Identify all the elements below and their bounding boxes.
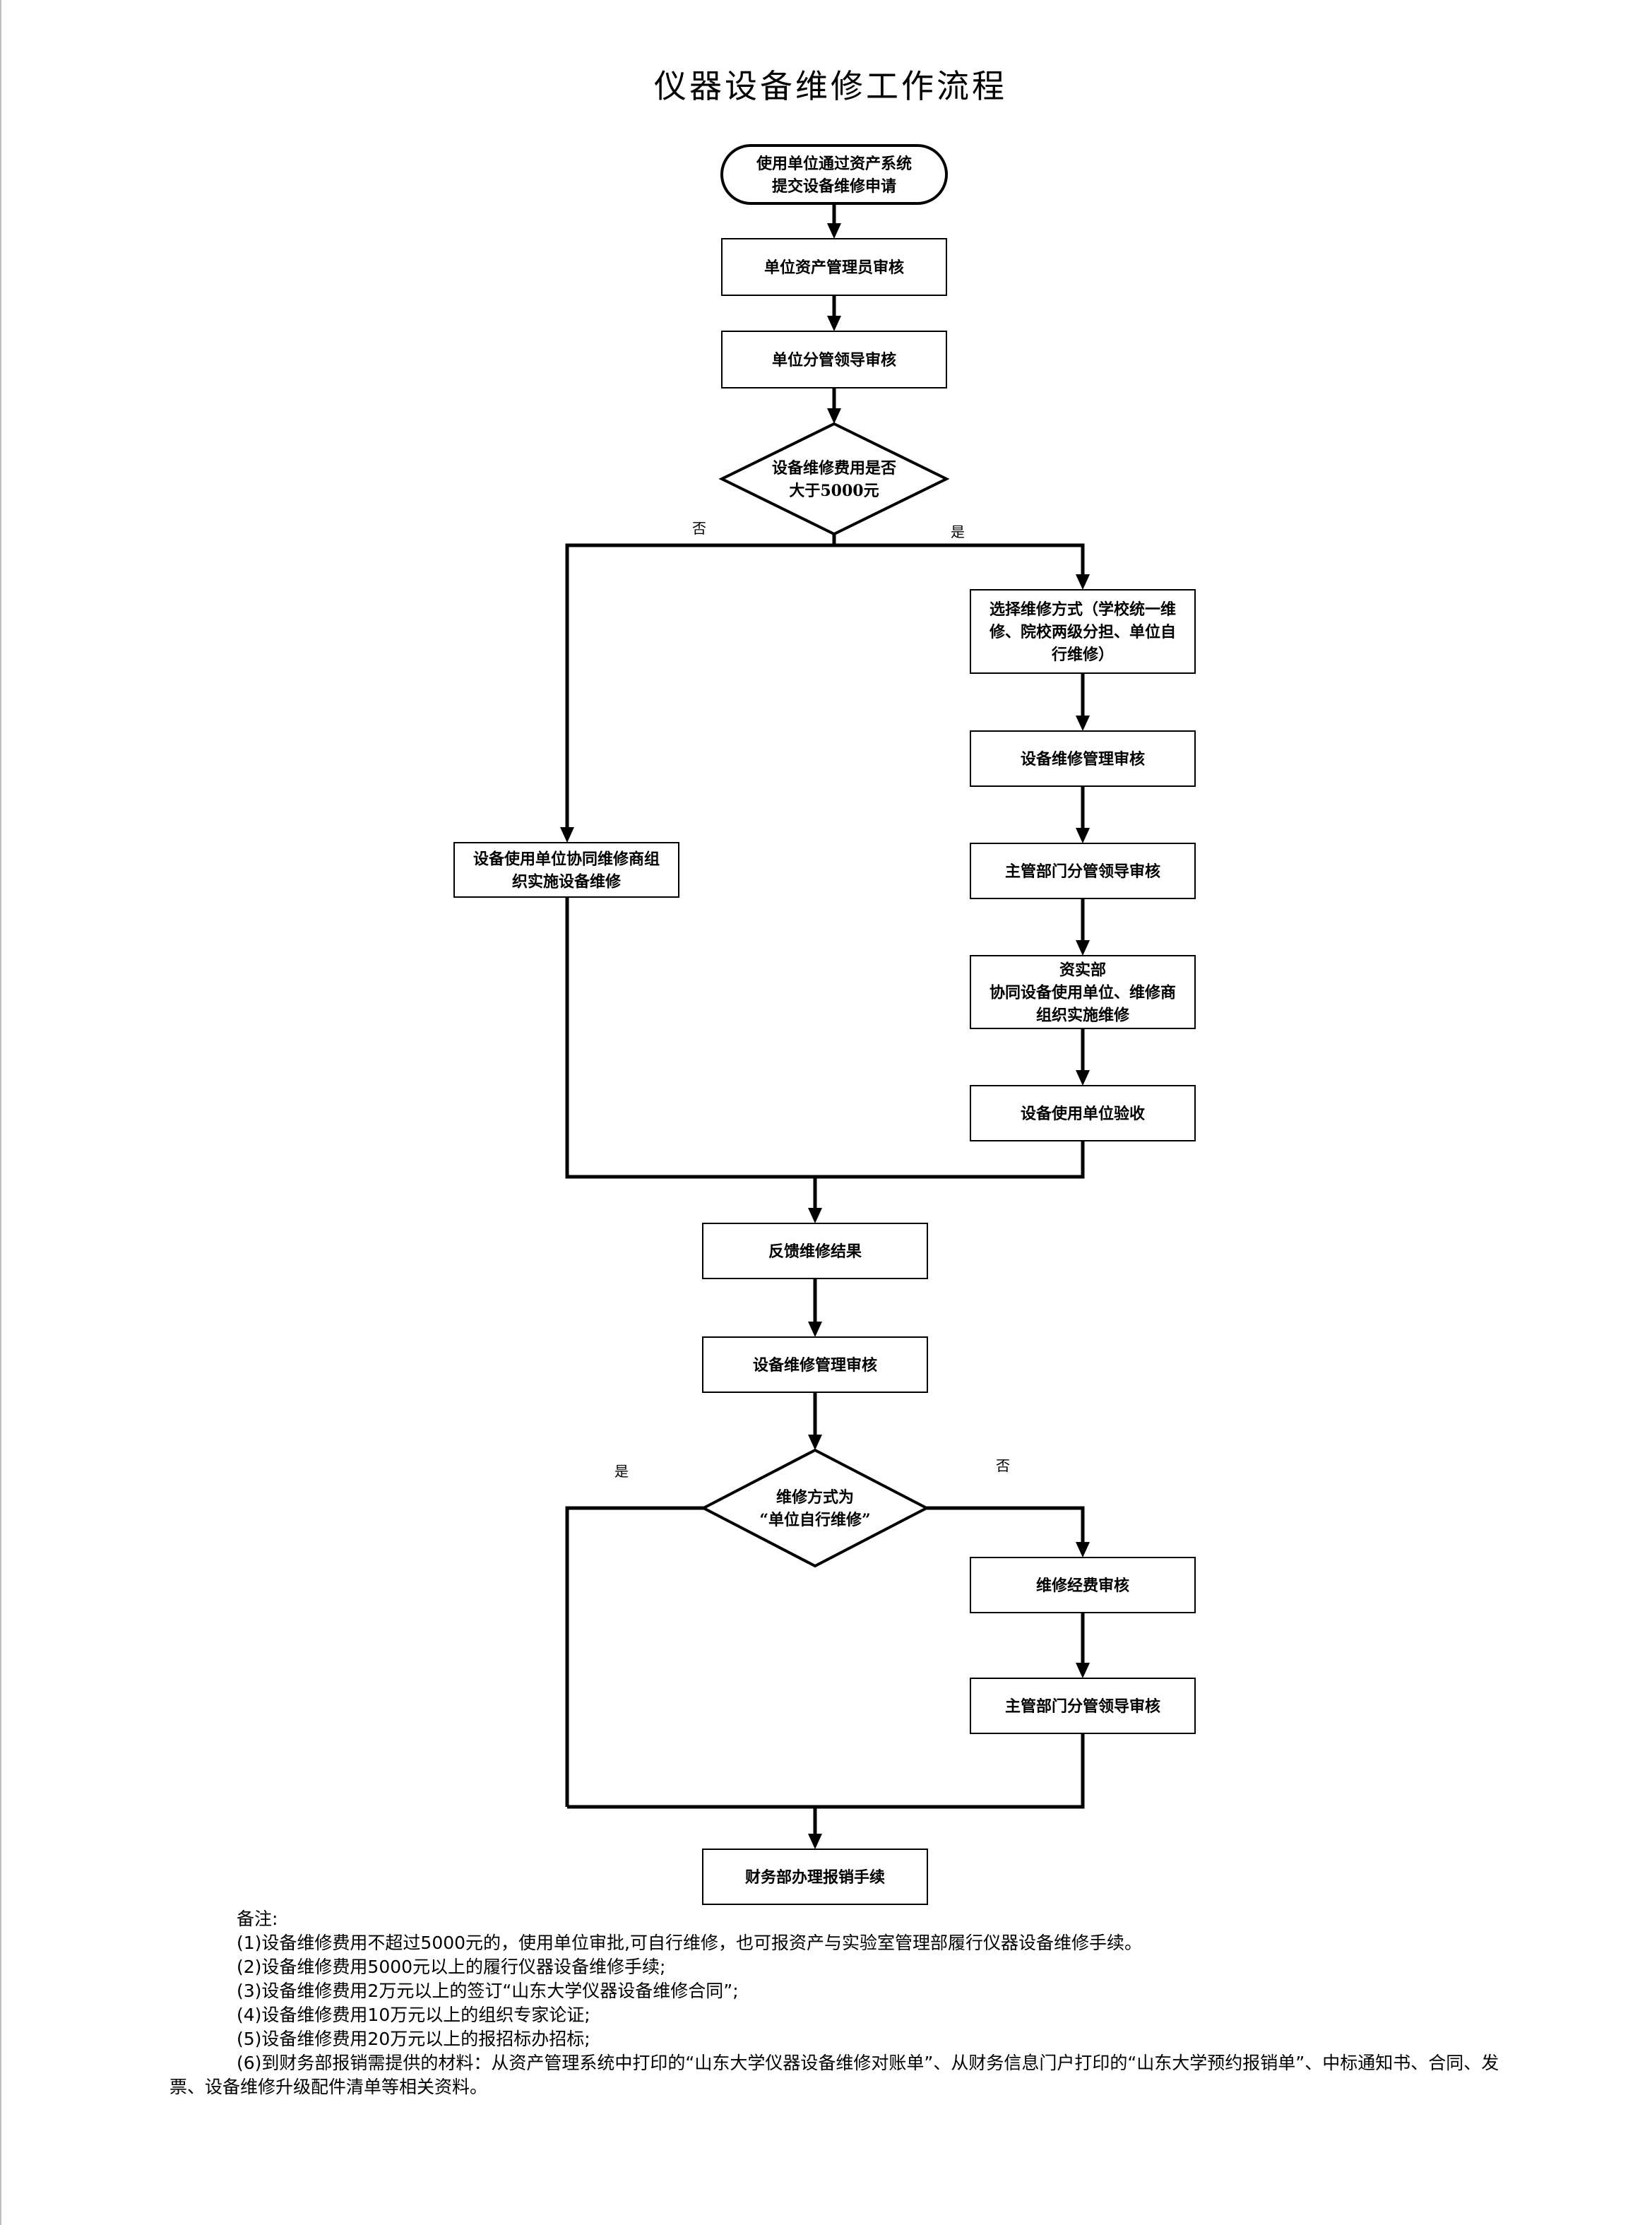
- node-unit-leader-review: 单位分管领导审核: [721, 331, 947, 388]
- branch-label-mode-yes: 是: [614, 1463, 629, 1480]
- node-label-line: 使用单位通过资产系统: [756, 155, 912, 173]
- line-mode-yes-branch: [565, 1506, 703, 1807]
- arrowhead-icon: [1076, 1070, 1090, 1086]
- nodes: 使用单位通过资产系统提交设备维修申请单位资产管理员审核单位分管领导审核设备维修费…: [453, 144, 1196, 1905]
- node-feedback-result: 反馈维修结果: [702, 1223, 928, 1279]
- process-box: [970, 955, 1196, 1029]
- terminal-shape: [720, 144, 948, 205]
- notes-heading: 备注:: [237, 1909, 278, 1929]
- arrowhead-icon: [827, 408, 841, 424]
- node-label-line: 设备维修管理审核: [1021, 750, 1145, 769]
- node-dept-leader-review-1: 主管部门分管领导审核: [970, 843, 1196, 899]
- arrowhead-icon: [827, 223, 841, 239]
- process-box: [970, 1678, 1196, 1734]
- process-box: [702, 1849, 928, 1905]
- arrowhead-icon: [808, 1834, 822, 1849]
- arrowhead-icon: [808, 1435, 822, 1450]
- arrowhead-icon: [808, 1322, 822, 1337]
- decision-diamond: [700, 1448, 930, 1568]
- arrowhead-icon: [827, 316, 841, 331]
- node-label-line: 财务部办理报销手续: [745, 1868, 885, 1887]
- notes-section: 备注: (1)设备维修费用不超过5000元的，使用单位审批,可自行维修，也可报资…: [170, 1907, 1511, 2099]
- node-label-line: 织实施设备维修: [512, 873, 622, 891]
- decision-diamond: [718, 422, 950, 536]
- branch-label-cost-yes: 是: [951, 523, 965, 540]
- node-label-line: 设备维修管理审核: [753, 1356, 877, 1375]
- node-label-line: 维修经费审核: [1036, 1577, 1129, 1595]
- node-unit-acceptance: 设备使用单位验收: [970, 1085, 1196, 1141]
- node-label-line: 主管部门分管领导审核: [1005, 862, 1160, 881]
- node-repair-fund-review: 维修经费审核: [970, 1557, 1196, 1613]
- process-box: [453, 842, 679, 898]
- node-label-line: 选择维修方式（学校统一维: [990, 600, 1176, 619]
- note-item-4: (4)设备维修费用10万元以上的组织专家论证;: [237, 2005, 590, 2025]
- arrow-cost-no-branch: [565, 543, 834, 827]
- process-box: [970, 1557, 1196, 1613]
- note-item-5: (5)设备维修费用20万元以上的报招标办招标;: [237, 2029, 590, 2049]
- connectors: [560, 203, 1090, 1849]
- node-label-line: 反馈维修结果: [768, 1242, 862, 1261]
- branch-label-mode-no: 否: [996, 1457, 1010, 1474]
- arrow-cost-yes-branch: [834, 543, 1085, 574]
- node-label-line: 单位资产管理员审核: [764, 259, 904, 277]
- node-label-line: 大于5000元: [789, 482, 879, 500]
- node-label-line: 主管部门分管领导审核: [1005, 1697, 1160, 1716]
- note-item-6: (6)到财务部报销需提供的材料：从资产管理系统中打印的“山东大学仪器设备维修对账…: [170, 2053, 1499, 2097]
- process-box: [970, 589, 1196, 674]
- page-title: 仪器设备维修工作流程: [654, 67, 1007, 105]
- arrowhead-icon: [808, 1208, 822, 1223]
- flowchart: 仪器设备维修工作流程 使用单位通过资产系统提交设备维修申请单位资产管理员审核单位…: [453, 67, 1196, 1905]
- node-dept-leader-review-2: 主管部门分管领导审核: [970, 1678, 1196, 1734]
- arrowhead-icon: [1076, 1542, 1090, 1558]
- arrow-mode-no-branch: [927, 1506, 1085, 1542]
- node-label-line: 设备维修费用是否: [772, 459, 896, 477]
- process-box: [702, 1223, 928, 1279]
- node-repair-mgmt-review-1: 设备维修管理审核: [970, 730, 1196, 787]
- node-label-line: 提交设备维修申请: [772, 177, 896, 196]
- process-box: [970, 730, 1196, 787]
- branch-label-cost-no: 否: [692, 520, 706, 537]
- arrowhead-icon: [1076, 716, 1090, 731]
- node-label-line: 设备使用单位协同维修商组: [473, 850, 660, 869]
- process-box: [970, 1085, 1196, 1141]
- arrowhead-icon: [1076, 1663, 1090, 1678]
- note-item-1: (1)设备维修费用不超过5000元的，使用单位审批,可自行维修，也可报资产与实验…: [237, 1933, 1142, 1953]
- node-label-line: 设备使用单位验收: [1021, 1105, 1145, 1123]
- process-box: [702, 1336, 928, 1393]
- node-label-line: 协同设备使用单位、维修商: [990, 984, 1176, 1002]
- process-box: [721, 331, 947, 388]
- page-left-border: [0, 0, 1, 2225]
- node-label-line: 维修方式为: [776, 1488, 854, 1507]
- node-decision-mode: 维修方式为 “单位自行维修”: [700, 1448, 930, 1568]
- node-label-line: 修、院校两级分担、单位自: [989, 623, 1176, 641]
- arrowhead-icon: [560, 827, 574, 843]
- process-box: [970, 843, 1196, 899]
- node-finance-reimburse: 财务部办理报销手续: [702, 1849, 928, 1905]
- arrowhead-icon: [1076, 828, 1090, 843]
- node-label-line: 单位分管领导审核: [772, 351, 896, 369]
- node-unit-asset-admin-review: 单位资产管理员审核: [721, 238, 947, 296]
- note-item-3: (3)设备维修费用2万元以上的签订“山东大学仪器设备维修合同”;: [237, 1981, 739, 2001]
- node-label-line: 组织实施维修: [1036, 1007, 1130, 1025]
- process-box: [721, 238, 947, 296]
- arrowhead-icon: [1076, 940, 1090, 956]
- node-repair-mgmt-review-2: 设备维修管理审核: [702, 1336, 928, 1393]
- note-item-2: (2)设备维修费用5000元以上的履行仪器设备维修手续;: [237, 1957, 666, 1977]
- node-label-line: “单位自行维修”: [759, 1511, 870, 1529]
- node-label-line: 行维修）: [1051, 646, 1114, 664]
- arrowhead-icon: [1076, 574, 1090, 590]
- line-merge-2: [567, 1733, 1085, 1809]
- line-merge-1: [565, 897, 1085, 1179]
- node-label-line: 资实部: [1059, 961, 1106, 980]
